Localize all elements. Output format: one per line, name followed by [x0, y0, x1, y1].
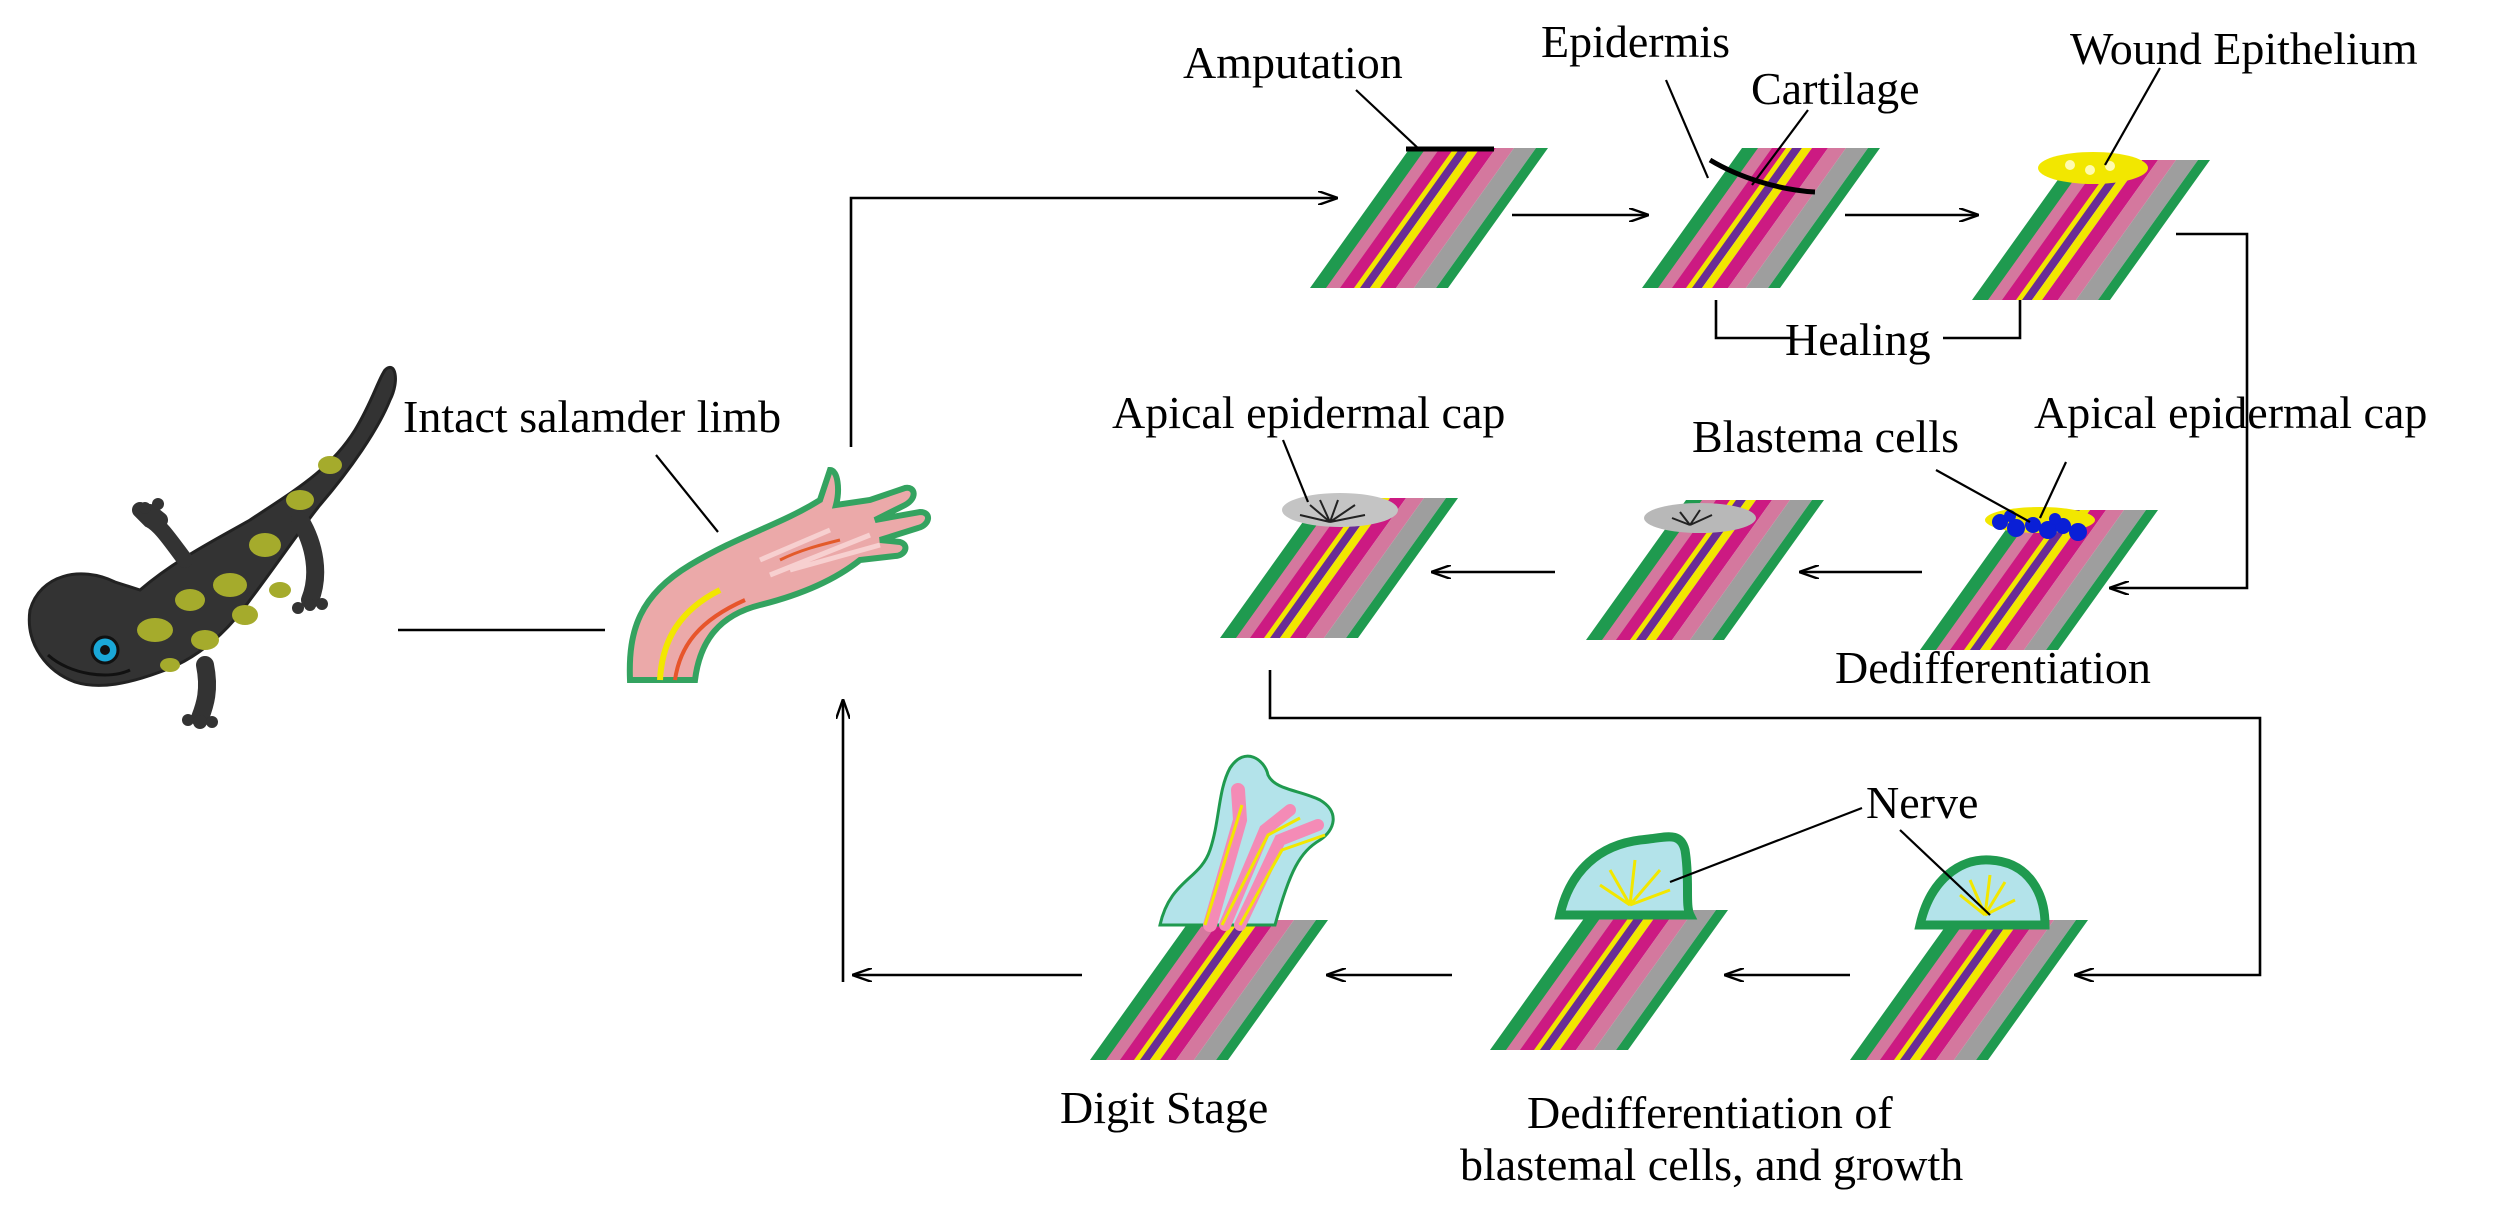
- connector-row2-row3: [1268, 670, 2262, 975]
- stump-epidermis: [1642, 148, 1880, 288]
- healing-bracket-right: [1943, 300, 2022, 340]
- label-wound-epithelium: Wound Epithelium: [2070, 23, 2418, 74]
- label-growth-line1: Dedifferentiation of: [1527, 1087, 1893, 1138]
- leader-blastema-cells: [1935, 469, 2031, 523]
- label-amputation: Amputation: [1183, 37, 1403, 88]
- leader-nerve-a: [1669, 806, 1863, 884]
- connector-wound-dedifferentiation: [2110, 232, 2249, 588]
- healing-bracket: [1714, 300, 1793, 340]
- leader-nerve-b: [1899, 829, 1991, 916]
- leader-apical-cap-left: [1281, 439, 1310, 503]
- label-nerve: Nerve: [1866, 777, 1978, 828]
- leader-cartilage: [1751, 109, 1809, 186]
- apical-cap-left: [1282, 493, 1398, 527]
- regenerate-digits: [1158, 754, 1335, 927]
- epidermis-curl: [1708, 157, 1816, 195]
- stump-digit-stage: [1090, 920, 1328, 1060]
- leader-amputation: [1355, 89, 1421, 151]
- stump-amputation: [1310, 148, 1548, 288]
- label-apical-cap-right: Apical epidermal cap: [2034, 387, 2427, 438]
- leader-epidermis: [1664, 79, 1710, 179]
- apical-cap-middle: [1644, 503, 1756, 533]
- stump-growth: [1490, 910, 1728, 1050]
- limb-icon: [626, 466, 931, 683]
- label-epidermis: Epidermis: [1541, 16, 1730, 67]
- label-cartilage: Cartilage: [1751, 63, 1920, 114]
- nerve-growth-branches: [1599, 859, 1671, 907]
- connector-limb-amputation: [849, 198, 1337, 447]
- blastema-cells: [1992, 510, 2087, 541]
- regenerate-bulb: [1914, 855, 2050, 930]
- leader-intact-limb: [655, 454, 719, 533]
- label-dedifferentiation: Dedifferentiation: [1835, 642, 2151, 693]
- label-blastema-cells: Blastema cells: [1692, 411, 1959, 462]
- digit-cartilage: [1203, 783, 1326, 932]
- nerve-bulb-branches: [1959, 874, 2016, 917]
- leader-apical-cap-right: [2039, 461, 2067, 519]
- label-apical-cap-left: Apical epidermal cap: [1112, 387, 1505, 438]
- nerve-branches-left: [1299, 499, 1366, 523]
- label-healing: Healing: [1785, 314, 1931, 365]
- salamander-icon: [27, 366, 397, 729]
- label-intact-limb: Intact salamder limb: [403, 391, 781, 442]
- label-digit-stage: Digit Stage: [1060, 1082, 1268, 1133]
- label-growth-line2: blastemal cells, and growth: [1460, 1139, 1963, 1190]
- leader-wound-epithelium: [2104, 67, 2161, 166]
- nerve-branches-middle: [1671, 509, 1713, 526]
- stump-nerve-bulb: [1850, 920, 2088, 1060]
